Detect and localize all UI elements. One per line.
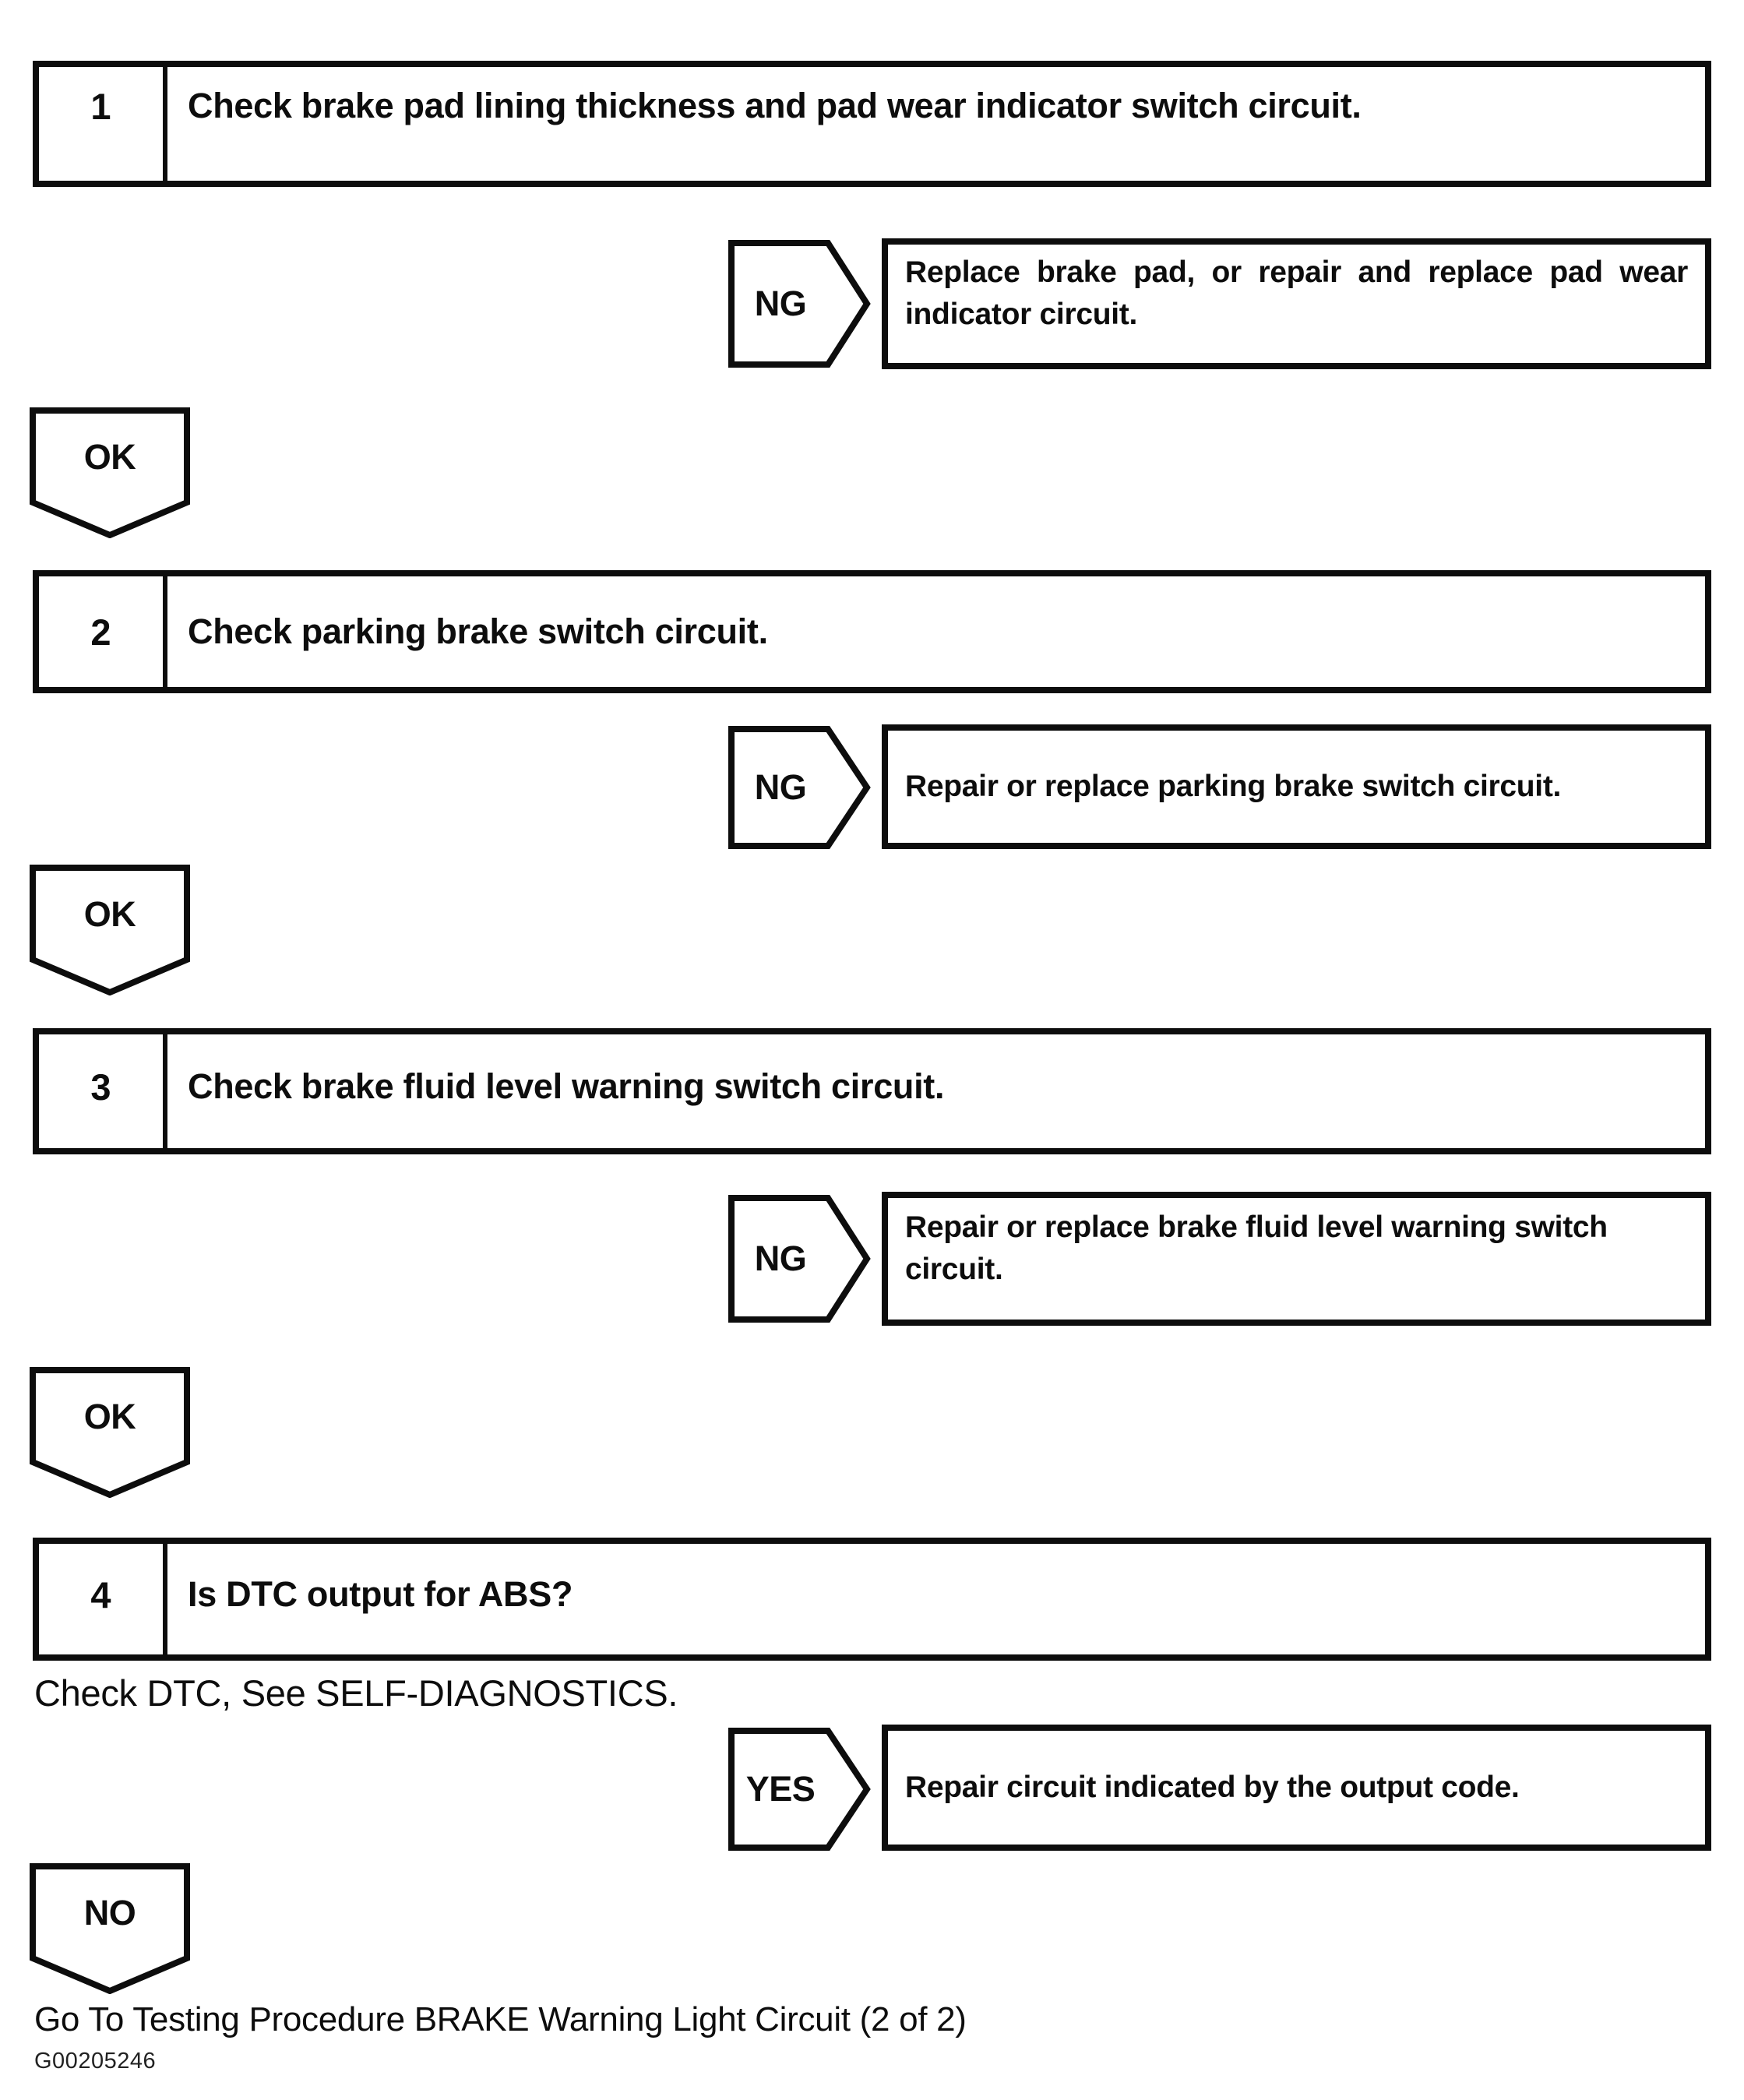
figure-id: G00205246 xyxy=(34,2049,157,2074)
step-1-ok-tag: OK xyxy=(30,407,190,538)
step-3-ng-label: NG xyxy=(754,1239,807,1278)
step-2-ng-tag: NG xyxy=(728,726,872,849)
step-3-action-box: Repair or replace brake fluid level warn… xyxy=(882,1192,1711,1326)
pointed-tag-shape xyxy=(728,726,871,849)
pennant-tag-shape xyxy=(30,407,190,538)
step-1-ok-label: OK xyxy=(83,437,136,477)
step-2-ng-label: NG xyxy=(754,767,807,807)
goto-procedure-text: Go To Testing Procedure BRAKE Warning Li… xyxy=(34,2000,967,2038)
step-4-question-box: 4 Is DTC output for ABS? xyxy=(33,1538,1711,1661)
step-4-yes-label: YES xyxy=(745,1769,816,1809)
step-4-action-box: Repair circuit indicated by the output c… xyxy=(882,1725,1711,1851)
step-1-ng-label: NG xyxy=(754,284,807,323)
step-4-yes-tag: YES xyxy=(728,1728,872,1851)
step-4-action-text: Repair circuit indicated by the output c… xyxy=(905,1771,1520,1805)
step-1-action-box: Replace brake pad, or repair and replace… xyxy=(882,238,1711,369)
step-1-question-box: 1 Check brake pad lining thickness and p… xyxy=(33,61,1711,187)
step-2-question-text: Check parking brake switch circuit. xyxy=(188,611,768,651)
pointed-tag-shape xyxy=(728,240,871,368)
step-2-ok-tag: OK xyxy=(30,865,190,995)
step-3-question-box: 3 Check brake fluid level warning switch… xyxy=(33,1028,1711,1154)
step-4-number: 4 xyxy=(39,1544,167,1654)
step-1-ng-tag: NG xyxy=(728,240,872,368)
pennant-tag-shape xyxy=(30,1863,190,1994)
step-3-question-text: Check brake fluid level warning switch c… xyxy=(188,1066,945,1106)
step-4-question-text: Is DTC output for ABS? xyxy=(188,1574,573,1614)
step-2-question-box: 2 Check parking brake switch circuit. xyxy=(33,570,1711,693)
step-2-action-box: Repair or replace parking brake switch c… xyxy=(882,724,1711,849)
step-1-number: 1 xyxy=(39,67,167,181)
step-3-ok-label: OK xyxy=(83,1397,136,1436)
step-2-number: 2 xyxy=(39,576,167,687)
step-3-number: 3 xyxy=(39,1034,167,1148)
pennant-tag-shape xyxy=(30,865,190,995)
step-3-ng-tag: NG xyxy=(728,1195,872,1323)
step-3-action-text: Repair or replace brake fluid level warn… xyxy=(905,1210,1608,1286)
step-1-question-text: Check brake pad lining thickness and pad… xyxy=(188,86,1362,125)
step-4-note-text: Check DTC, See SELF-DIAGNOSTICS. xyxy=(34,1672,678,1714)
step-2-ok-label: OK xyxy=(83,894,136,934)
step-4-no-label: NO xyxy=(83,1893,136,1933)
step-2-action-text: Repair or replace parking brake switch c… xyxy=(905,770,1562,804)
step-3-ok-tag: OK xyxy=(30,1367,190,1498)
pointed-tag-shape xyxy=(728,1728,871,1851)
step-4-no-tag: NO xyxy=(30,1863,190,1994)
pointed-tag-shape xyxy=(728,1195,871,1323)
step-1-action-text: Replace brake pad, or repair and replace… xyxy=(905,255,1688,331)
pennant-tag-shape xyxy=(30,1367,190,1498)
